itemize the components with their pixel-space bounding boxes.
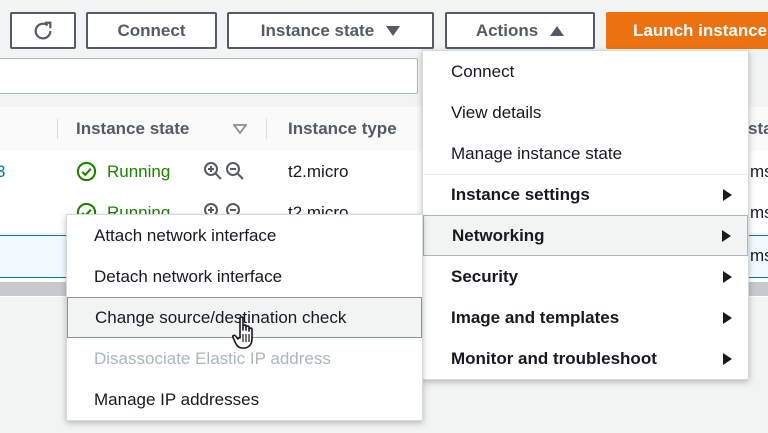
networking-submenu: Attach network interface Detach network … (66, 214, 423, 421)
menu-item-label: Monitor and troubleshoot (451, 348, 657, 368)
zoom-in-icon[interactable] (203, 161, 223, 181)
chevron-right-icon (723, 270, 732, 283)
column-header-instance-state[interactable]: Instance state (76, 107, 189, 151)
truncated-cell: ms (750, 192, 768, 233)
column-header-label: Instance state (76, 119, 190, 138)
menu-item-label: Detach network interface (94, 266, 283, 286)
hand-pointer-cursor-icon (232, 316, 253, 349)
truncated-text: ms (750, 202, 768, 222)
instance-id-text: 3 (0, 161, 6, 181)
menu-item-label: Networking (452, 225, 545, 245)
truncated-text: ms (750, 245, 768, 265)
refresh-button[interactable] (10, 12, 76, 49)
actions-label: Actions (475, 20, 539, 40)
menu-item-image-and-templates[interactable]: Image and templates (423, 297, 748, 338)
instance-id-link[interactable]: 3 (0, 151, 5, 192)
instance-state-button[interactable]: Instance state (227, 12, 434, 49)
connect-button[interactable]: Connect (86, 12, 217, 49)
actions-menu: Connect View details Manage instance sta… (422, 50, 749, 380)
menu-item-label: Security (451, 266, 519, 286)
menu-item-label: View details (451, 102, 542, 122)
chevron-right-icon (723, 189, 732, 201)
menu-item-label: Instance settings (451, 185, 590, 204)
column-header-partial[interactable]: sta (748, 107, 768, 151)
column-divider (57, 119, 58, 139)
caret-down-icon (386, 25, 401, 36)
actions-button[interactable]: Actions (445, 12, 595, 49)
search-input[interactable] (0, 58, 418, 94)
menu-item-label: Image and templates (451, 307, 620, 327)
zoom-out-icon[interactable] (225, 161, 245, 181)
connect-label: Connect (117, 20, 186, 40)
menu-item-label: Connect (451, 61, 515, 81)
menu-item-label: Manage instance state (451, 143, 623, 163)
column-header-instance-type[interactable]: Instance type (288, 107, 397, 151)
toolbar: Connect Instance state Actions Launch in… (0, 0, 768, 56)
menu-item-label: Disassociate Elastic IP address (94, 348, 331, 368)
menu-item-label: Manage IP addresses (94, 389, 260, 409)
chevron-right-icon (722, 229, 731, 242)
menu-item-label: Attach network interface (94, 225, 277, 245)
menu-item-connect[interactable]: Connect (423, 51, 748, 92)
status-text: Running (107, 161, 171, 181)
menu-item-networking[interactable]: Networking (423, 215, 748, 256)
chevron-right-icon (723, 311, 732, 324)
menu-item-detach-network-interface[interactable]: Detach network interface (67, 256, 422, 297)
instance-state-label: Instance state (260, 20, 375, 40)
sort-icon[interactable] (233, 124, 247, 134)
truncated-cell: ms (750, 235, 768, 276)
launch-instance-button[interactable]: Launch instance (606, 12, 768, 49)
menu-item-monitor-and-troubleshoot[interactable]: Monitor and troubleshoot (423, 338, 748, 379)
truncated-cell: ms (750, 151, 768, 192)
menu-item-change-source-destination-check[interactable]: Change source/destination check (67, 297, 422, 338)
instance-type-cell: t2.micro (288, 151, 348, 192)
menu-item-attach-network-interface[interactable]: Attach network interface (67, 215, 422, 256)
menu-item-disassociate-elastic-ip: Disassociate Elastic IP address (67, 338, 422, 379)
chevron-right-icon (723, 352, 732, 365)
column-header-label: sta (748, 119, 768, 138)
column-header-label: Instance type (288, 119, 397, 138)
menu-item-manage-instance-state[interactable]: Manage instance state (423, 133, 748, 174)
check-circle-icon (76, 161, 97, 182)
instance-type-text: t2.micro (288, 161, 349, 181)
refresh-icon (34, 21, 52, 39)
column-divider (266, 119, 267, 139)
menu-item-view-details[interactable]: View details (423, 92, 748, 133)
menu-item-manage-ip-addresses[interactable]: Manage IP addresses (67, 379, 422, 420)
status-running: Running (107, 151, 170, 192)
menu-item-security[interactable]: Security (423, 256, 748, 297)
truncated-text: ms (750, 161, 768, 181)
launch-label: Launch instance (633, 20, 768, 40)
menu-item-label: Change source/destination check (95, 307, 347, 327)
caret-up-icon (550, 25, 565, 36)
menu-item-instance-settings[interactable]: Instance settings (423, 174, 748, 215)
